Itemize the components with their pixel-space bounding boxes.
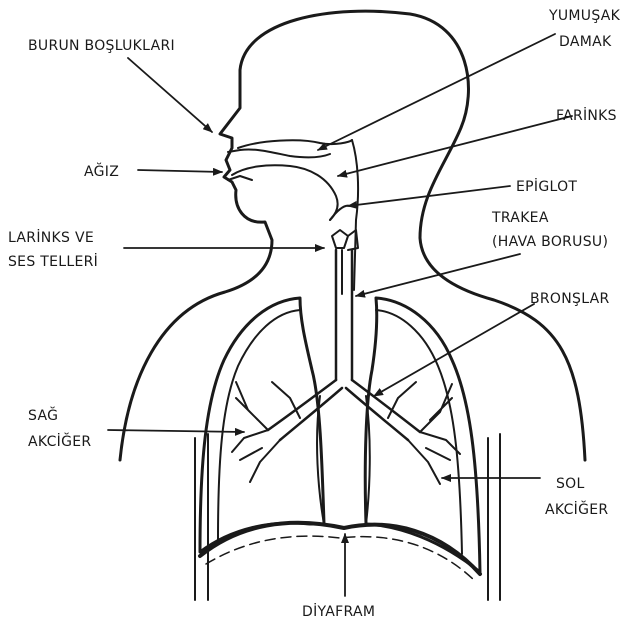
label-yumusak-damak-line1: YUMUŞAK — [548, 8, 621, 24]
right-pleura — [218, 310, 300, 540]
label-sol-akciger-line2: AKCİĞER — [545, 500, 608, 518]
label-sol-akciger-line1: SOL — [556, 476, 585, 492]
tongue — [232, 165, 338, 220]
label-larinks-line2: SES TELLERİ — [8, 252, 98, 270]
arrow-agiz — [138, 170, 222, 172]
label-diyafram: DİYAFRAM — [302, 602, 375, 620]
arrow-burun — [128, 58, 212, 132]
heart-notch — [317, 396, 370, 524]
label-larinks-line1: LARİNKS VE — [8, 228, 94, 246]
right-arm-line — [488, 434, 500, 600]
trachea — [336, 250, 352, 380]
larynx — [332, 230, 358, 250]
arrow-epiglot — [348, 186, 510, 206]
upper-lip — [228, 149, 330, 157]
label-trakea-line1: TRAKEA — [491, 210, 549, 226]
label-burun-bosluklari: BURUN BOŞLUKLARI — [28, 38, 175, 54]
lower-lip — [228, 176, 252, 180]
label-bronslar: BRONŞLAR — [530, 291, 610, 307]
diaphragm-line — [200, 523, 480, 574]
label-sag-akciger-line2: AKCİĞER — [28, 432, 91, 450]
pointer-arrows — [108, 34, 572, 596]
arrow-yumusak-damak — [318, 34, 555, 150]
label-sag-akciger-line1: SAĞ — [28, 406, 58, 424]
diaphragm — [200, 523, 480, 580]
arrow-farinks — [338, 116, 572, 176]
label-trakea-line2: (HAVA BORUSU) — [492, 234, 608, 250]
label-yumusak-damak-line2: DAMAK — [559, 34, 612, 50]
label-epiglot: EPİGLOT — [516, 177, 577, 195]
label-agiz: AĞIZ — [84, 162, 119, 180]
label-farinks: FARİNKS — [556, 106, 617, 124]
arrow-trakea — [356, 254, 520, 296]
